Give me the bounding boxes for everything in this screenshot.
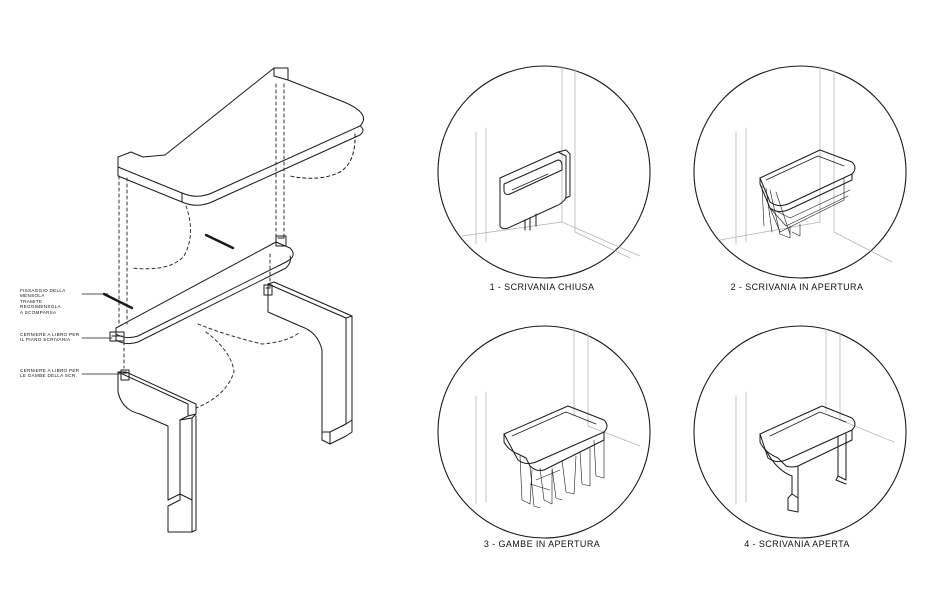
step-4-caption: 4 - SCRIVANIA APERTA (744, 539, 850, 549)
step-1-caption: 1 - SCRIVANIA CHIUSA (489, 282, 595, 292)
leader-lines (81, 293, 121, 375)
step-4-illustration (693, 325, 907, 539)
step-3-caption: 3 - GAMBE IN APERTURA (483, 539, 601, 549)
step-3-illustration (437, 325, 651, 539)
step-2-caption: 2 - SCRIVANIA IN APERTURA (730, 282, 864, 292)
bracket-pin (204, 233, 235, 250)
label-desk-top-hinges: Cerniere a libro per il piano scrivania (20, 332, 80, 343)
rear-leg (263, 281, 353, 445)
bracket-pin-detail (102, 292, 134, 310)
desk-top (109, 235, 294, 345)
step-1-illustration (437, 65, 651, 279)
front-leg (117, 369, 197, 533)
step-2-illustration (693, 65, 907, 279)
shelf (117, 67, 364, 206)
construction-lines (118, 83, 301, 409)
label-leg-hinges: Cerniere a libro per le gambe della scr. (20, 368, 80, 379)
label-shelf-fixing: Fissaggio della mensola tramite reggimen… (20, 288, 66, 315)
